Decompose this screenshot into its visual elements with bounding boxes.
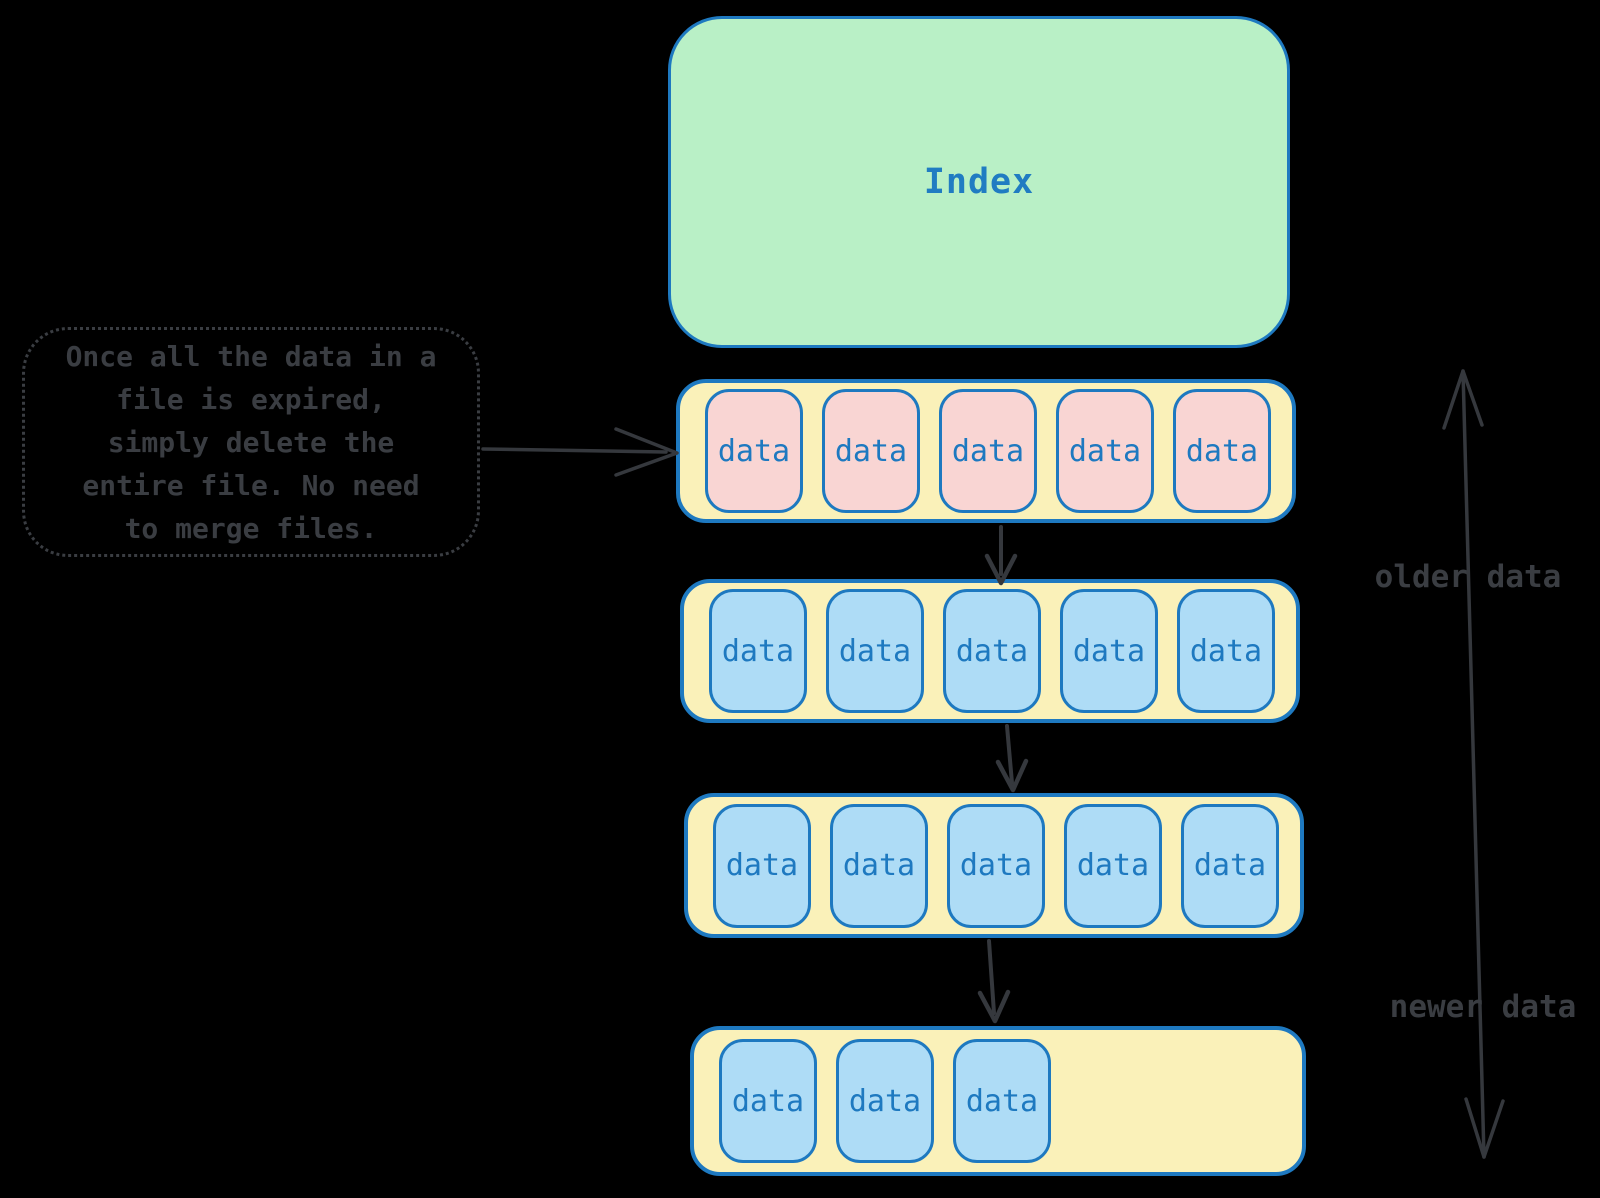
data-cell: data bbox=[826, 589, 924, 713]
timeline-arrow bbox=[1442, 369, 1505, 1159]
file-row-3: data data data data data bbox=[684, 793, 1304, 938]
data-cell: data bbox=[1173, 389, 1271, 513]
data-cell: data bbox=[947, 803, 1045, 928]
data-cell: data bbox=[822, 389, 920, 513]
data-cell: data bbox=[1056, 389, 1154, 513]
data-cell: data bbox=[836, 1039, 934, 1163]
data-cell-label: data bbox=[725, 848, 799, 883]
data-cell-label: data bbox=[1193, 848, 1267, 883]
data-cell: data bbox=[719, 1039, 817, 1163]
data-cell: data bbox=[1181, 803, 1279, 928]
arrow-row2-row3 bbox=[995, 724, 1029, 793]
older-data-label: older data bbox=[1374, 559, 1562, 595]
data-cell-label: data bbox=[721, 633, 795, 669]
callout-text-line: entire file. No need bbox=[82, 468, 420, 502]
data-cell-label: data bbox=[1076, 848, 1150, 883]
data-cell-label: data bbox=[838, 633, 912, 669]
file-row-4: data data data bbox=[690, 1026, 1306, 1176]
data-cell: data bbox=[1177, 589, 1275, 713]
data-cell-label: data bbox=[842, 848, 916, 883]
data-cell-label: data bbox=[1072, 633, 1146, 669]
callout-text-line: Once all the data in a bbox=[65, 339, 437, 373]
data-cell-label: data bbox=[965, 1083, 1039, 1119]
callout-arrow bbox=[481, 427, 679, 477]
data-cell-label: data bbox=[834, 433, 908, 469]
data-cell: data bbox=[713, 803, 811, 928]
data-cell: data bbox=[830, 803, 928, 928]
callout-box: Once all the data in a file is expired, … bbox=[22, 327, 480, 557]
data-cell-label: data bbox=[951, 433, 1025, 469]
data-cell: data bbox=[709, 589, 807, 713]
data-cell-label: data bbox=[717, 433, 791, 469]
index-box: Index bbox=[668, 16, 1290, 348]
data-cell-label: data bbox=[955, 633, 1029, 669]
callout-text-line: to merge files. bbox=[124, 511, 378, 545]
data-cell: data bbox=[1064, 803, 1162, 928]
data-cell-label: data bbox=[1068, 433, 1142, 469]
arrow-row3-row4 bbox=[977, 939, 1011, 1024]
data-cell: data bbox=[1060, 589, 1158, 713]
data-cell: data bbox=[705, 389, 803, 513]
index-label: Index bbox=[923, 162, 1035, 202]
data-cell-label: data bbox=[848, 1083, 922, 1119]
arrow-row1-row2 bbox=[984, 525, 1018, 586]
data-cell-label: data bbox=[959, 848, 1033, 883]
data-cell: data bbox=[943, 589, 1041, 713]
callout-text-line: simply delete the bbox=[107, 425, 395, 459]
data-cell-label: data bbox=[1189, 633, 1263, 669]
file-row-2: data data data data data bbox=[680, 579, 1300, 723]
data-cell-label: data bbox=[1185, 433, 1259, 469]
newer-data-label: newer data bbox=[1389, 989, 1577, 1025]
data-cell: data bbox=[939, 389, 1037, 513]
data-cell: data bbox=[953, 1039, 1051, 1163]
callout-text-line: file is expired, bbox=[116, 382, 386, 416]
file-row-1: data data data data data bbox=[676, 379, 1296, 523]
data-cell-label: data bbox=[731, 1083, 805, 1119]
